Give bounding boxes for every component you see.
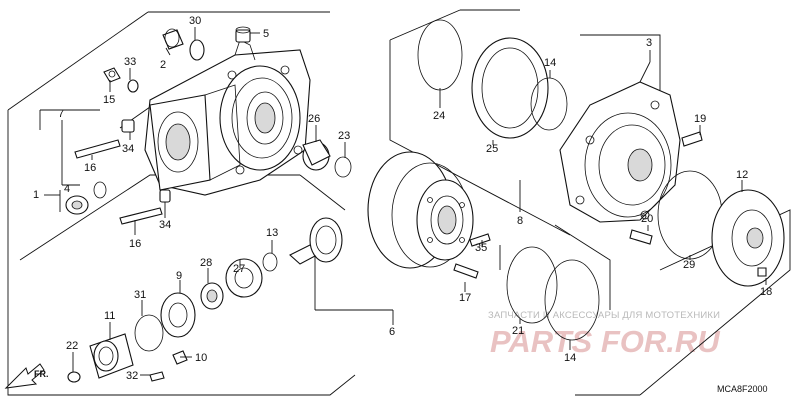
callout-34-lower: 34 — [159, 219, 171, 231]
callout-24: 24 — [433, 110, 445, 122]
leader-lines — [44, 27, 767, 376]
callout-6: 6 — [389, 326, 395, 338]
callout-11: 11 — [104, 310, 115, 322]
ring-gear-bolts — [453, 233, 491, 279]
callout-12: 12 — [736, 169, 748, 181]
callout-8: 8 — [517, 215, 523, 227]
callout-15: 15 — [103, 94, 115, 106]
callout-18: 18 — [760, 286, 772, 298]
callout-27: 27 — [233, 263, 245, 275]
small-parts-top-left — [103, 26, 251, 93]
callout-26: 26 — [308, 113, 320, 125]
front-direction-label: FR. — [34, 369, 49, 379]
gear-case — [559, 81, 681, 223]
callout-3: 3 — [646, 37, 652, 49]
callout-9: 9 — [176, 270, 182, 282]
callout-35: 35 — [475, 242, 487, 254]
callout-33: 33 — [124, 56, 136, 68]
callout-labels: 3 30 2 5 33 15 7 16 34 34 16 1 4 26 23 2… — [33, 15, 772, 382]
watermark-tagline: ЗАПЧАСТИ И АКСЕССУАРЫ ДЛЯ МОТОТЕХНИКИ — [488, 310, 720, 321]
studs-and-dowels — [74, 119, 171, 225]
callout-17: 17 — [459, 292, 471, 304]
callout-31: 31 — [134, 289, 146, 301]
callout-32: 32 — [126, 370, 138, 382]
lower-left-parts — [67, 292, 196, 383]
callout-16-lower: 16 — [129, 238, 141, 250]
watermark-logo: PARTS FOR.RU — [490, 324, 721, 359]
callout-19: 19 — [694, 113, 706, 125]
callout-14-lower: 14 — [564, 352, 576, 364]
callout-14-upper: 14 — [544, 57, 556, 69]
callout-25: 25 — [486, 143, 498, 155]
callout-16-upper: 16 — [84, 162, 96, 174]
callout-1: 1 — [33, 189, 39, 201]
callout-29: 29 — [683, 259, 695, 271]
callout-20: 20 — [641, 213, 653, 225]
housing-assembly-drawing — [144, 39, 311, 196]
callout-21: 21 — [512, 325, 524, 337]
callout-23: 23 — [338, 130, 350, 142]
callout-34-upper: 34 — [122, 143, 134, 155]
ring-gear — [367, 151, 474, 269]
callout-4: 4 — [64, 183, 70, 195]
pinion-gear — [289, 217, 343, 265]
callout-28: 28 — [200, 257, 212, 269]
pinion-bearings — [200, 252, 278, 310]
callout-7: 7 — [58, 108, 64, 120]
watermark: ЗАПЧАСТИ И АКСЕССУАРЫ ДЛЯ МОТОТЕХНИКИ PA… — [488, 310, 721, 359]
seal-and-circlip-left — [65, 181, 107, 215]
callout-10: 10 — [195, 352, 207, 364]
case-bolts — [629, 131, 703, 245]
callout-5: 5 — [263, 28, 269, 40]
seal-rings-lower — [506, 246, 600, 341]
callout-13: 13 — [266, 227, 278, 239]
diagram-code: MCA8F2000 — [717, 384, 768, 394]
callout-2: 2 — [160, 59, 166, 71]
needle-bearing-26 — [302, 139, 352, 178]
front-direction-arrow: FR. — [4, 363, 49, 389]
callout-22: 22 — [66, 340, 78, 352]
cover-ring-and-cap — [657, 170, 785, 287]
callout-30: 30 — [189, 15, 201, 27]
